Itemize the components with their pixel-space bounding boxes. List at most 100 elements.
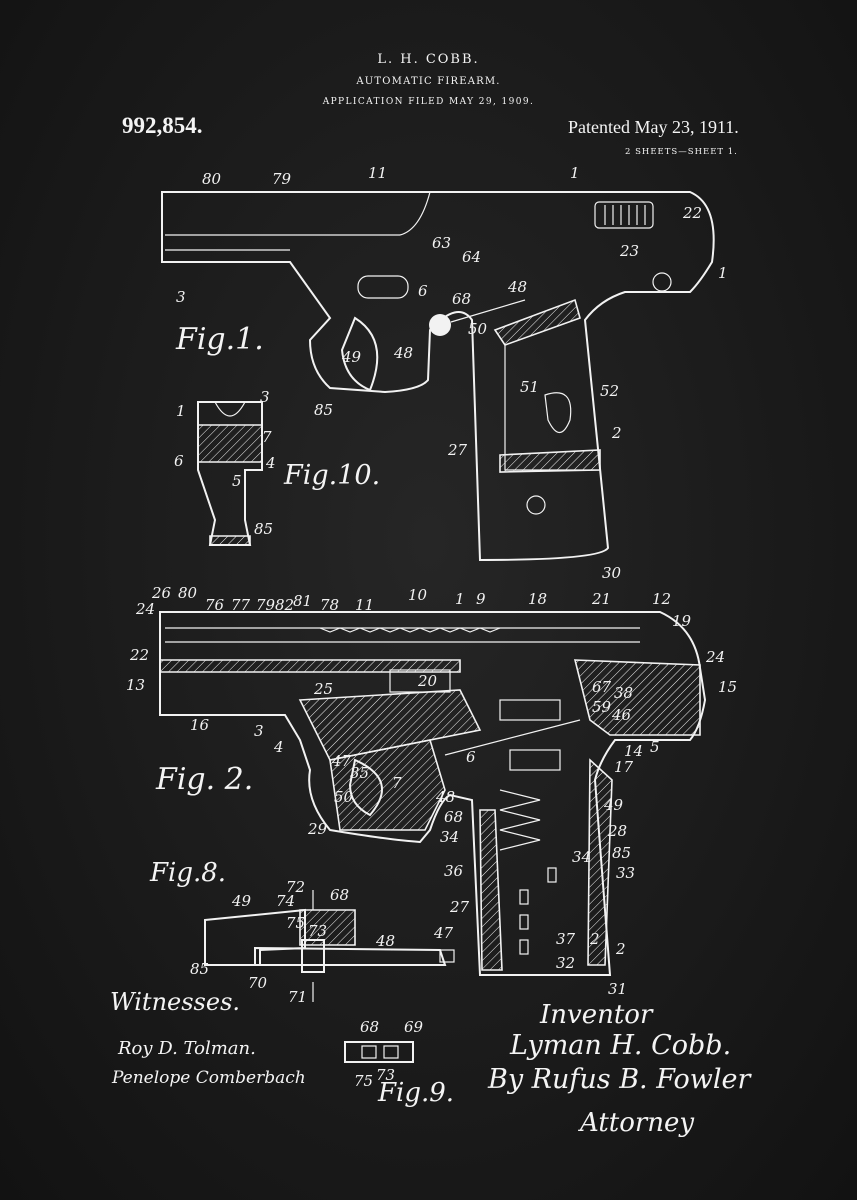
fig10-drawing <box>197 401 263 546</box>
fig2-ref-numeral: 24 <box>135 600 155 618</box>
fig10-ref-numeral: 6 <box>174 452 184 470</box>
witness-1-signature: Roy D. Tolman. <box>118 1038 256 1059</box>
fig1-ref-numeral: 6 <box>418 282 428 300</box>
fig8-ref-numeral: 49 <box>231 892 252 910</box>
inventor-signature: Lyman H. Cobb. <box>510 1030 732 1061</box>
fig8-ref-numeral: 70 <box>248 974 268 992</box>
fig8-ref-numeral: 72 <box>286 878 305 896</box>
fig1-ref-numeral: 63 <box>432 234 451 252</box>
fig2-ref-numeral: 46 <box>611 706 632 724</box>
fig2-ref-numeral: 81 <box>293 592 312 610</box>
fig8-ref-numeral: 48 <box>375 932 395 950</box>
fig10-ref-numeral: 7 <box>262 428 272 446</box>
fig9-ref-numeral: 69 <box>404 1018 424 1036</box>
fig9-ref-numeral: 75 <box>354 1072 373 1090</box>
attorney-label: Attorney <box>580 1108 695 1138</box>
fig1-label: Fig.1. <box>176 322 264 357</box>
header-filed-date: APPLICATION FILED MAY 29, 1909. <box>322 97 535 107</box>
fig8-drawing <box>204 890 455 1002</box>
fig8-ref-numeral: 85 <box>190 960 209 978</box>
fig2-ref-numeral: 18 <box>528 590 547 608</box>
fig8-ref-numeral: 74 <box>276 892 295 910</box>
fig2-ref-numeral: 59 <box>592 698 612 716</box>
fig1-ref-numeral: 50 <box>468 320 488 338</box>
header-inventor-name: L. H. COBB. <box>377 52 480 67</box>
fig1-ref-numeral: 48 <box>393 344 413 362</box>
fig2-ref-numeral: 79 <box>256 596 276 614</box>
fig1-ref-numeral: 30 <box>602 564 622 582</box>
fig2-ref-numeral: 20 <box>417 672 438 690</box>
witness-2-signature: Penelope Comberbach <box>112 1068 306 1088</box>
fig10-ref-numeral: 1 <box>176 402 186 420</box>
fig8-ref-numeral: 68 <box>330 886 349 904</box>
fig1-ref-numeral: 64 <box>462 248 481 266</box>
fig2-ref-numeral: 3 <box>254 722 264 740</box>
fig2-ref-numeral: 80 <box>178 584 198 602</box>
inventor-label: Inventor <box>540 1000 653 1030</box>
fig10-ref-numeral: 4 <box>265 454 276 472</box>
fig2-ref-numeral: 5 <box>650 738 660 756</box>
fig2-ref-numeral: 35 <box>350 764 369 782</box>
fig9-ref-numeral: 68 <box>360 1018 379 1036</box>
fig2-ref-numeral: 48 <box>435 788 455 806</box>
witnesses-label: Witnesses. <box>110 988 241 1016</box>
fig2-ref-numeral: 11 <box>355 596 374 614</box>
fig2-ref-numeral: 6 <box>466 748 476 766</box>
fig2-ref-numeral: 32 <box>556 954 575 972</box>
fig2-ref-numeral: 49 <box>603 796 624 814</box>
fig1-ref-numeral: 1 <box>718 264 728 282</box>
fig2-ref-numeral: 76 <box>205 596 225 614</box>
fig2-ref-numeral: 37 <box>556 930 576 948</box>
fig1-ref-numeral: 85 <box>314 401 333 419</box>
fig2-ref-numeral: 12 <box>652 590 671 608</box>
fig2-ref-numeral: 1 <box>455 590 465 608</box>
fig2-ref-numeral: 16 <box>190 716 210 734</box>
fig8-label: Fig.8. <box>150 858 227 888</box>
fig2-ref-numeral: 34 <box>440 828 459 846</box>
fig10-ref-numeral: 5 <box>232 472 242 490</box>
fig1-ref-numeral: 68 <box>452 290 471 308</box>
fig1-ref-numeral: 22 <box>682 204 702 222</box>
fig1-ref-numeral: 79 <box>272 170 292 188</box>
fig1-ref-numeral: 49 <box>341 348 362 366</box>
fig9-label: Fig.9. <box>378 1078 455 1108</box>
fig10-ref-numeral: 85 <box>254 520 273 538</box>
fig10-label: Fig.10. <box>284 460 381 491</box>
fig2-ref-numeral: 2 <box>615 940 626 958</box>
fig2-ref-numeral: 68 <box>444 808 463 826</box>
fig1-ref-numeral: 51 <box>520 378 539 396</box>
fig1-ref-numeral: 80 <box>202 170 222 188</box>
fig8-ref-numeral: 71 <box>288 988 307 1006</box>
fig2-ref-numeral: 85 <box>612 844 631 862</box>
fig1-ref-numeral: 52 <box>600 382 619 400</box>
header-title: AUTOMATIC FIREARM. <box>356 76 501 87</box>
fig2-ref-numeral: 24 <box>705 648 725 666</box>
fig2-ref-numeral: 34 <box>572 848 591 866</box>
fig2-ref-numeral: 47 <box>331 752 352 770</box>
fig1-ref-numeral: 11 <box>368 164 387 182</box>
fig1-ref-numeral: 2 <box>611 424 622 442</box>
fig2-ref-numeral: 14 <box>624 742 643 760</box>
fig1-ref-numeral: 48 <box>507 278 527 296</box>
fig8-ref-numeral: 75 <box>286 914 305 932</box>
fig2-ref-numeral: 15 <box>718 678 737 696</box>
fig2-ref-numeral: 9 <box>476 590 486 608</box>
fig8-ref-numeral: 47 <box>433 924 454 942</box>
fig2-ref-numeral: 77 <box>231 596 251 614</box>
fig2-ref-numeral: 25 <box>313 680 333 698</box>
fig2-ref-numeral: 78 <box>320 596 339 614</box>
fig2-ref-numeral: 13 <box>126 676 145 694</box>
fig2-ref-numeral: 27 <box>449 898 470 916</box>
fig1-ref-numeral: 3 <box>176 288 186 306</box>
fig2-ref-numeral: 7 <box>392 774 402 792</box>
fig2-ref-numeral: 19 <box>672 612 692 630</box>
attorney-signature: By Rufus B. Fowler <box>488 1064 751 1095</box>
fig2-ref-numeral: 4 <box>273 738 284 756</box>
fig2-ref-numeral: 38 <box>614 684 633 702</box>
fig9-drawing <box>344 1041 414 1063</box>
fig2-ref-numeral: 28 <box>607 822 627 840</box>
patent-number: 992,854. <box>122 113 203 138</box>
fig2-ref-numeral: 26 <box>151 584 172 602</box>
